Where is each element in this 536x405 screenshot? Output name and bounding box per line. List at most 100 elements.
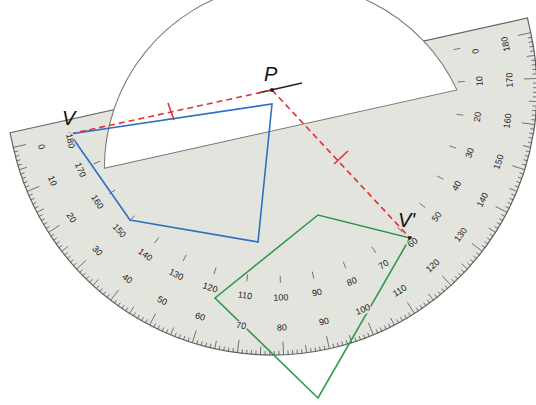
scale-tick bbox=[458, 272, 461, 276]
inner-tick bbox=[449, 145, 456, 150]
scale-tick bbox=[310, 348, 311, 352]
scale-tick bbox=[342, 341, 343, 345]
scale-tick bbox=[363, 334, 364, 338]
scale-tick bbox=[487, 237, 490, 240]
scale-tick bbox=[497, 222, 500, 225]
scale-tick bbox=[41, 219, 45, 221]
outer-scale-number: 170 bbox=[505, 71, 515, 88]
scale-tick bbox=[522, 163, 526, 166]
scale-tick bbox=[141, 317, 144, 320]
scale-tick bbox=[36, 209, 44, 213]
scale-tick bbox=[145, 319, 148, 323]
scale-tick bbox=[241, 349, 243, 353]
scale-tick bbox=[528, 141, 532, 143]
scale-tick bbox=[518, 176, 522, 179]
scale-tick bbox=[183, 336, 186, 340]
scale-tick bbox=[133, 313, 136, 316]
scale-tick bbox=[516, 181, 520, 184]
scale-tick bbox=[250, 350, 252, 354]
scale-tick bbox=[489, 227, 496, 234]
scale-tick bbox=[125, 308, 128, 311]
scale-tick bbox=[292, 350, 293, 354]
scale-tick bbox=[205, 343, 208, 347]
green-quadrilateral bbox=[215, 215, 410, 398]
scale-tick bbox=[196, 340, 199, 344]
scale-tick bbox=[407, 302, 414, 315]
scale-tick bbox=[355, 337, 356, 341]
scale-tick bbox=[67, 256, 71, 259]
scale-tick bbox=[169, 327, 175, 334]
inner-scale-number: 10 bbox=[475, 75, 485, 87]
scale-tick bbox=[376, 329, 378, 333]
inner-tick bbox=[420, 202, 426, 208]
scale-tick bbox=[109, 290, 121, 300]
scale-tick bbox=[56, 242, 60, 244]
scale-tick bbox=[96, 285, 100, 288]
scale-tick bbox=[529, 42, 533, 43]
scale-tick bbox=[259, 347, 263, 355]
inner-tick bbox=[437, 175, 443, 181]
scale-tick bbox=[315, 347, 316, 351]
scale-tick bbox=[368, 322, 373, 335]
scale-tick bbox=[213, 341, 218, 349]
scale-tick bbox=[323, 346, 325, 350]
scale-tick bbox=[153, 324, 156, 328]
scale-tick bbox=[532, 69, 536, 70]
scale-tick bbox=[501, 214, 505, 217]
equal-tick bbox=[168, 103, 174, 120]
scale-tick bbox=[121, 305, 124, 308]
scale-tick bbox=[397, 319, 399, 323]
point-label: V' bbox=[398, 210, 415, 230]
scale-tick bbox=[359, 336, 360, 340]
inner-tick bbox=[154, 238, 160, 244]
inner-tick bbox=[279, 276, 282, 283]
scale-tick bbox=[46, 226, 50, 228]
scale-tick bbox=[518, 33, 531, 36]
scale-tick bbox=[301, 349, 302, 353]
scale-tick bbox=[103, 291, 107, 294]
scale-tick bbox=[61, 246, 69, 251]
scale-tick bbox=[442, 288, 445, 292]
protractor-cutout bbox=[73, 0, 457, 168]
scale-tick bbox=[408, 312, 410, 316]
scale-tick bbox=[281, 342, 286, 355]
scale-tick bbox=[527, 55, 535, 57]
scale-tick bbox=[530, 128, 534, 130]
scale-tick bbox=[524, 76, 536, 81]
scale-tick bbox=[522, 120, 535, 127]
scale-tick bbox=[482, 245, 485, 249]
scale-tick bbox=[137, 315, 140, 318]
scale-tick bbox=[33, 202, 37, 204]
scale-tick bbox=[31, 198, 35, 200]
scale-tick bbox=[227, 347, 229, 351]
scale-tick bbox=[532, 114, 536, 116]
scale-tick bbox=[434, 294, 436, 298]
scale-tick bbox=[476, 252, 479, 256]
scale-tick bbox=[531, 60, 535, 61]
scale-tick bbox=[532, 110, 536, 112]
scale-tick bbox=[327, 336, 330, 349]
scale-tick bbox=[190, 330, 199, 342]
point-label: P bbox=[264, 64, 277, 84]
scale-tick bbox=[461, 263, 467, 270]
inner-tick bbox=[343, 262, 346, 269]
scale-tick bbox=[515, 185, 519, 188]
inner-scale-number: 100 bbox=[272, 293, 289, 303]
scale-tick bbox=[83, 273, 87, 276]
scale-tick bbox=[24, 181, 28, 182]
scale-tick bbox=[380, 327, 382, 331]
scale-tick bbox=[452, 279, 455, 283]
scale-tick bbox=[43, 222, 47, 224]
scale-tick bbox=[467, 262, 470, 266]
scale-tick bbox=[51, 234, 55, 236]
inner-tick bbox=[372, 246, 376, 253]
scale-tick bbox=[346, 340, 347, 344]
scale-tick bbox=[533, 82, 536, 84]
scale-tick bbox=[368, 333, 369, 337]
scale-tick bbox=[278, 351, 280, 355]
inner-tick bbox=[245, 274, 249, 281]
scale-tick bbox=[506, 206, 510, 209]
inner-tick bbox=[182, 255, 188, 261]
